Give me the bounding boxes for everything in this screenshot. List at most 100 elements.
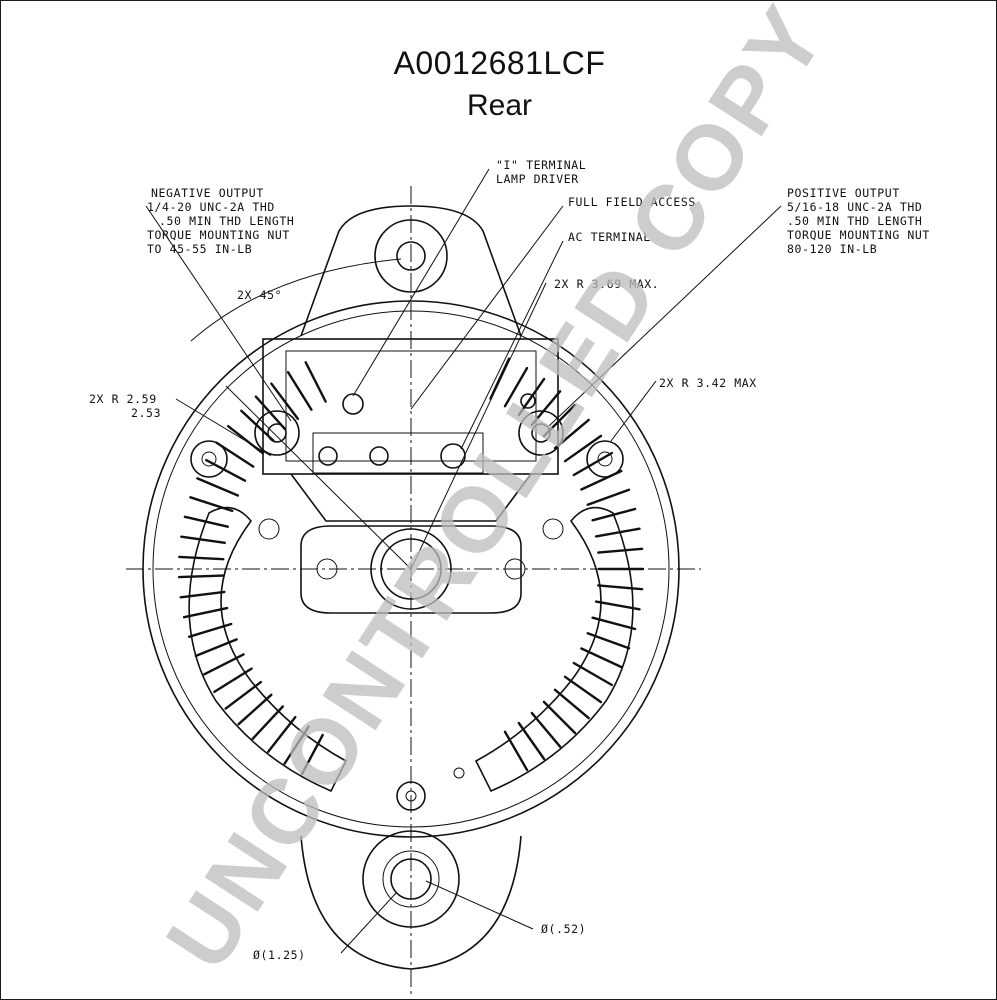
angle-45-line (225, 385, 412, 570)
vent-slot (254, 395, 287, 431)
vent-slot (542, 700, 577, 735)
dia-52-label: Ø(.52) (541, 922, 586, 936)
vent-slot (179, 590, 226, 599)
left-bolt-center (201, 451, 217, 467)
negative-terminal-stud (267, 423, 287, 443)
vent-slot (180, 535, 227, 544)
vent-slot (530, 711, 562, 748)
brush-holder-outline (290, 473, 532, 522)
leader-positive-output (548, 205, 782, 427)
bottom-ear-hole (390, 858, 432, 900)
right-bolt (586, 440, 624, 478)
vent-slot (300, 733, 324, 775)
vent-slot (489, 357, 511, 400)
positive-output-callout: POSITIVE OUTPUT 5/16-18 UNC-2A THD .50 M… (787, 186, 930, 256)
full-field-access-label: FULL FIELD ACCESS (568, 195, 696, 209)
cover-screw-right (504, 558, 526, 580)
ac-terminal (440, 443, 466, 469)
housing-inner-outline (152, 310, 670, 828)
right-vent-arc (474, 506, 634, 793)
vent-slot (503, 730, 529, 772)
vent-slot (503, 366, 529, 408)
left-vent-arc (188, 506, 348, 793)
vent-slot (594, 600, 641, 611)
plate-hole-left (258, 518, 280, 540)
bearing-boss (370, 528, 452, 610)
shaft-end (380, 538, 442, 600)
vent-slot (586, 488, 631, 506)
pos-label-4: TORQUE MOUNTING NUT (787, 228, 930, 242)
vent-slot (182, 606, 229, 619)
top-mounting-ear (300, 205, 522, 337)
vent-slot (187, 622, 233, 638)
vent-slot (580, 647, 623, 669)
bottom-bolt (396, 781, 426, 811)
left-bolt (190, 440, 228, 478)
vent-slot (283, 725, 310, 765)
vent-slot (213, 667, 253, 694)
top-ear-hole (396, 241, 426, 271)
pos-label-2: 5/16-18 UNC-2A THD (787, 200, 922, 214)
neg-label-1: NEGATIVE OUTPUT (151, 186, 264, 200)
leader-radius-259 (175, 398, 272, 457)
cover-screw-left (316, 558, 338, 580)
vent-slot (586, 632, 631, 650)
drawing-subtitle: Rear (466, 89, 533, 122)
positive-terminal-stud (531, 423, 551, 443)
vent-slot (237, 693, 273, 726)
terminal-stud-1 (318, 446, 338, 466)
dia-125-label: Ø(1.25) (253, 948, 306, 962)
vent-slot (517, 721, 546, 761)
vent-slot (177, 574, 225, 579)
vent-slot (553, 688, 590, 720)
drawing-title: A0012681LCF (393, 45, 606, 81)
vent-slot (572, 661, 614, 687)
small-hole (453, 767, 465, 779)
neg-label-3: .50 MIN THD LENGTH (159, 214, 294, 228)
leader-radius-342 (610, 380, 657, 442)
angle-45-arc (190, 258, 402, 342)
leader-ac-terminal (460, 240, 564, 450)
vent-slot (597, 584, 644, 591)
vent-slot (517, 377, 546, 417)
vent-slot (204, 458, 247, 482)
vent-slot (591, 507, 637, 522)
pos-label-5: 80-120 IN-LB (787, 242, 877, 256)
negative-output-callout: NEGATIVE OUTPUT 1/4-20 UNC-2A THD .50 MI… (147, 186, 294, 256)
leader-radius-369 (410, 282, 547, 570)
i-term-label-2: LAMP DRIVER (496, 172, 579, 186)
uncontrolled-copy-watermark: UNCONTROLLED COPY (147, 1, 846, 987)
vent-slot (270, 382, 300, 421)
leader-full-field (410, 205, 564, 410)
vent-slot (194, 638, 238, 658)
vent-slot (580, 469, 623, 491)
pos-label-1: POSITIVE OUTPUT (787, 186, 900, 200)
vent-slot (189, 496, 234, 513)
vent-slot (203, 653, 245, 676)
ac-terminal-label: AC TERMINAL (568, 230, 651, 244)
vent-slot (215, 441, 255, 468)
housing-outline (142, 300, 680, 838)
bottom-mounting-ear (300, 835, 522, 970)
vent-slot (597, 547, 644, 554)
vent-slot (240, 409, 275, 442)
positive-output-terminal (518, 410, 564, 456)
plate-hole-right (542, 518, 564, 540)
bottom-bolt-center (405, 790, 417, 802)
radius-253-label: 2.53 (131, 406, 161, 420)
vent-slot (267, 715, 297, 753)
vent-slot (183, 515, 230, 528)
leader-i-terminal (352, 168, 490, 397)
neg-label-4: TORQUE MOUNTING NUT (147, 228, 290, 242)
regulator-inner (285, 350, 537, 462)
vent-slot (251, 705, 284, 740)
radius-259-label: 2X R 2.59 (89, 392, 157, 406)
radius-342-label: 2X R 3.42 MAX (659, 376, 757, 390)
vent-slot (530, 390, 562, 427)
vent-slot (286, 371, 313, 411)
vent-slot (304, 361, 327, 403)
vent-slot (224, 680, 263, 710)
vent-slot (196, 477, 240, 497)
i-term-label-1: "I" TERMINAL (496, 158, 586, 172)
